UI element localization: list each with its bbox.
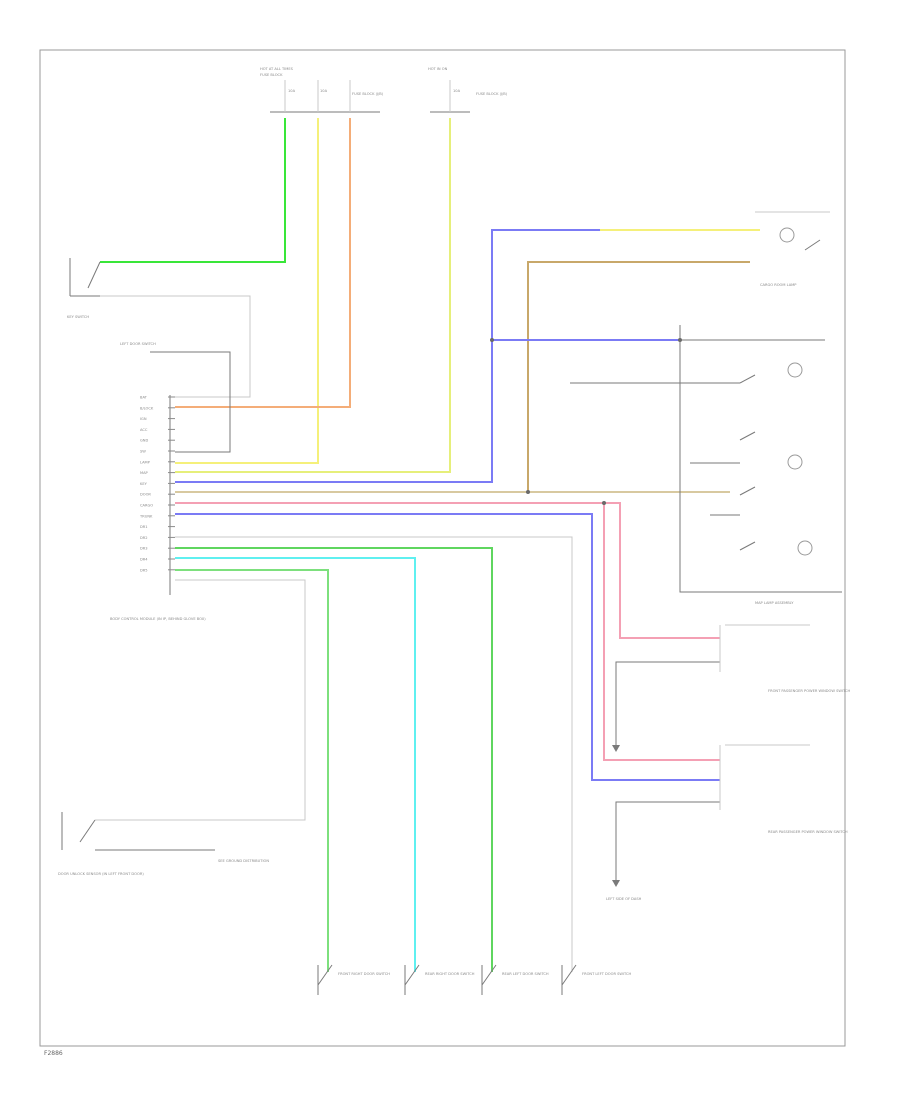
wire-gray-key — [100, 295, 251, 398]
rear-right-door-label: REAR RIGHT DOOR SWITCH — [425, 972, 475, 976]
rear-passenger-switch: REAR PASSENGER POWER WINDOW SWITCH — [719, 744, 848, 834]
diagram-frame — [39, 49, 846, 1047]
bcm-pin-label: IGN — [140, 417, 147, 421]
splice-3 — [602, 501, 606, 505]
fuse-mid-note: FUSE BLOCK (J/B) — [352, 92, 384, 96]
fuse-mid-rating: 10A — [320, 89, 328, 93]
wire-ground-front — [615, 661, 720, 745]
fuse-left-title: HOT AT ALL TIMES — [260, 67, 294, 71]
bcm-pin-label: KEY — [140, 482, 148, 486]
door-unlock-label: DOOR UNLOCK SENSOR (IN LEFT FRONT DOOR) — [58, 872, 144, 876]
rear-left-door-label: REAR LEFT DOOR SWITCH — [502, 972, 549, 976]
wire-yellow — [175, 118, 319, 464]
wire-green-key — [100, 118, 286, 263]
wire-cyan-rrd — [175, 557, 416, 972]
bcm-pin-label: GND — [140, 439, 148, 443]
wire-green-rld — [175, 547, 493, 972]
bcm-pin-label: DR1 — [140, 525, 148, 529]
wire-ground-rear — [615, 801, 720, 880]
rear-passenger-switch-label: REAR PASSENGER POWER WINDOW SWITCH — [768, 830, 848, 834]
cargo-lamp-label: CARGO ROOM LAMP — [760, 283, 797, 287]
ground-symbol-front — [612, 745, 620, 752]
bcm-pin-label: ACC — [140, 428, 148, 432]
wire-green-frd — [175, 569, 329, 972]
door-unlock-sensor: DOOR UNLOCK SENSOR (IN LEFT FRONT DOOR) … — [58, 812, 269, 876]
front-left-door-label: FRONT LEFT DOOR SWITCH — [582, 972, 631, 976]
door-switch-rear-right: REAR RIGHT DOOR SWITCH — [404, 964, 475, 995]
bcm-pin-label: SW — [140, 450, 146, 454]
map-lamp-assembly: MAP LAMP ASSEMBLY — [679, 325, 842, 605]
wire-tan-cargo — [527, 261, 750, 492]
front-passenger-switch: FRONT PASSENGER POWER WINDOW SWITCH — [719, 624, 850, 693]
footer-id: F2886 — [44, 1050, 63, 1057]
fuse-left-rating: 10A — [288, 89, 296, 93]
wire-orange — [175, 118, 351, 408]
wire-gray-fld — [175, 536, 573, 972]
fuse-block-left: HOT AT ALL TIMES FUSE BLOCK 10A 10A FUSE… — [260, 67, 384, 113]
key-switch-label: KEY SWITCH — [67, 315, 89, 319]
wire-pink-front — [175, 502, 720, 639]
bcm-pin-label: BAT — [140, 396, 148, 400]
fuse-right-rating: 10A — [453, 89, 461, 93]
key-switch: KEY SWITCH — [67, 258, 101, 319]
fuse-right-note: FUSE BLOCK (J/B) — [476, 92, 508, 96]
wire-blue-cargo — [175, 229, 760, 483]
left-door-switch-label: LEFT DOOR SWITCH — [120, 342, 156, 346]
ground-symbol-rear: LEFT SIDE OF DASH — [606, 880, 642, 901]
wire-gray-unlock — [95, 579, 306, 821]
wire-door-switch — [150, 351, 231, 453]
fuse-left-title2: FUSE BLOCK — [260, 73, 283, 77]
bcm-pin-label: DR3 — [140, 547, 148, 551]
bcm-pin-label: TRUNK — [139, 514, 153, 518]
splice-1 — [490, 338, 494, 342]
bcm-pin-label: LAMP — [140, 460, 151, 464]
bcm-pin-label: MAP — [140, 471, 149, 475]
front-passenger-switch-label: FRONT PASSENGER POWER WINDOW SWITCH — [768, 689, 850, 693]
cargo-lamp: CARGO ROOM LAMP — [755, 211, 830, 287]
bcm-pin-label: CARGO — [140, 504, 153, 508]
front-right-door-label: FRONT RIGHT DOOR SWITCH — [338, 972, 390, 976]
splice-2 — [526, 490, 530, 494]
fuse-right-title: HOT IN ON — [428, 67, 448, 71]
door-switch-front-right: FRONT RIGHT DOOR SWITCH — [317, 964, 390, 995]
bcm-label: BODY CONTROL MODULE (IN IP, BEHIND GLOVE… — [110, 617, 206, 621]
see-ground-label: SEE GROUND DISTRIBUTION — [218, 859, 269, 863]
door-switch-rear-left: REAR LEFT DOOR SWITCH — [481, 964, 549, 995]
door-switch-front-left: FRONT LEFT DOOR SWITCH — [561, 964, 631, 995]
bcm-pin-label: DR5 — [140, 568, 148, 572]
map-lamp-label: MAP LAMP ASSEMBLY — [755, 601, 794, 605]
ground-label: LEFT SIDE OF DASH — [606, 897, 642, 901]
bcm-connector: BODY CONTROL MODULE (IN IP, BEHIND GLOVE… — [110, 395, 206, 621]
bcm-pin-label: DOOR — [140, 493, 151, 497]
fuse-block-right: HOT IN ON 10A FUSE BLOCK (J/B) — [428, 67, 508, 113]
bcm-pin-label: B/LOCK — [140, 406, 154, 410]
bcm-pin-label: DR4 — [140, 558, 148, 562]
wire-pink-rear — [603, 503, 720, 761]
splice-4 — [678, 338, 682, 342]
bcm-pin-label: DR2 — [140, 536, 148, 540]
wire-blue-rear — [175, 513, 720, 781]
wire-yellow-green — [175, 118, 451, 473]
